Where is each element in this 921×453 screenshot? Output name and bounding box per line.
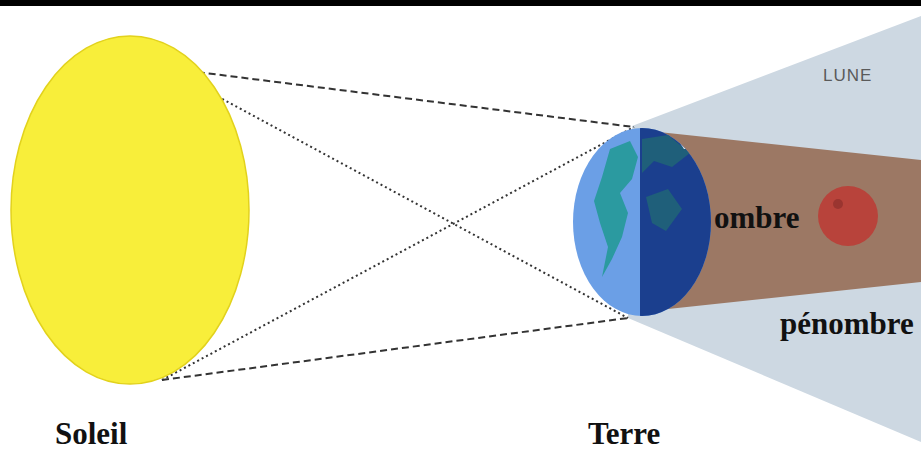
sun-disc <box>11 36 249 384</box>
moon-crater <box>833 199 843 209</box>
moon-disc <box>818 186 878 246</box>
outer-ray <box>162 318 628 380</box>
top-bar <box>0 0 921 6</box>
earth-shape: Terre <box>572 127 712 317</box>
earth-globe <box>572 127 712 317</box>
penumbra-label: pénombre <box>780 306 914 342</box>
outer-ray <box>165 68 634 127</box>
umbra-label: ombre <box>714 200 800 236</box>
moon-label: LUNE <box>823 66 872 86</box>
body-name: Terre <box>588 416 660 452</box>
penumbra-region <box>628 16 921 442</box>
sun-shape: Soleil <box>10 35 250 385</box>
sun-shape-outline <box>10 35 250 385</box>
body-name: Soleil <box>55 416 127 452</box>
earth-shape-outline <box>572 127 712 317</box>
